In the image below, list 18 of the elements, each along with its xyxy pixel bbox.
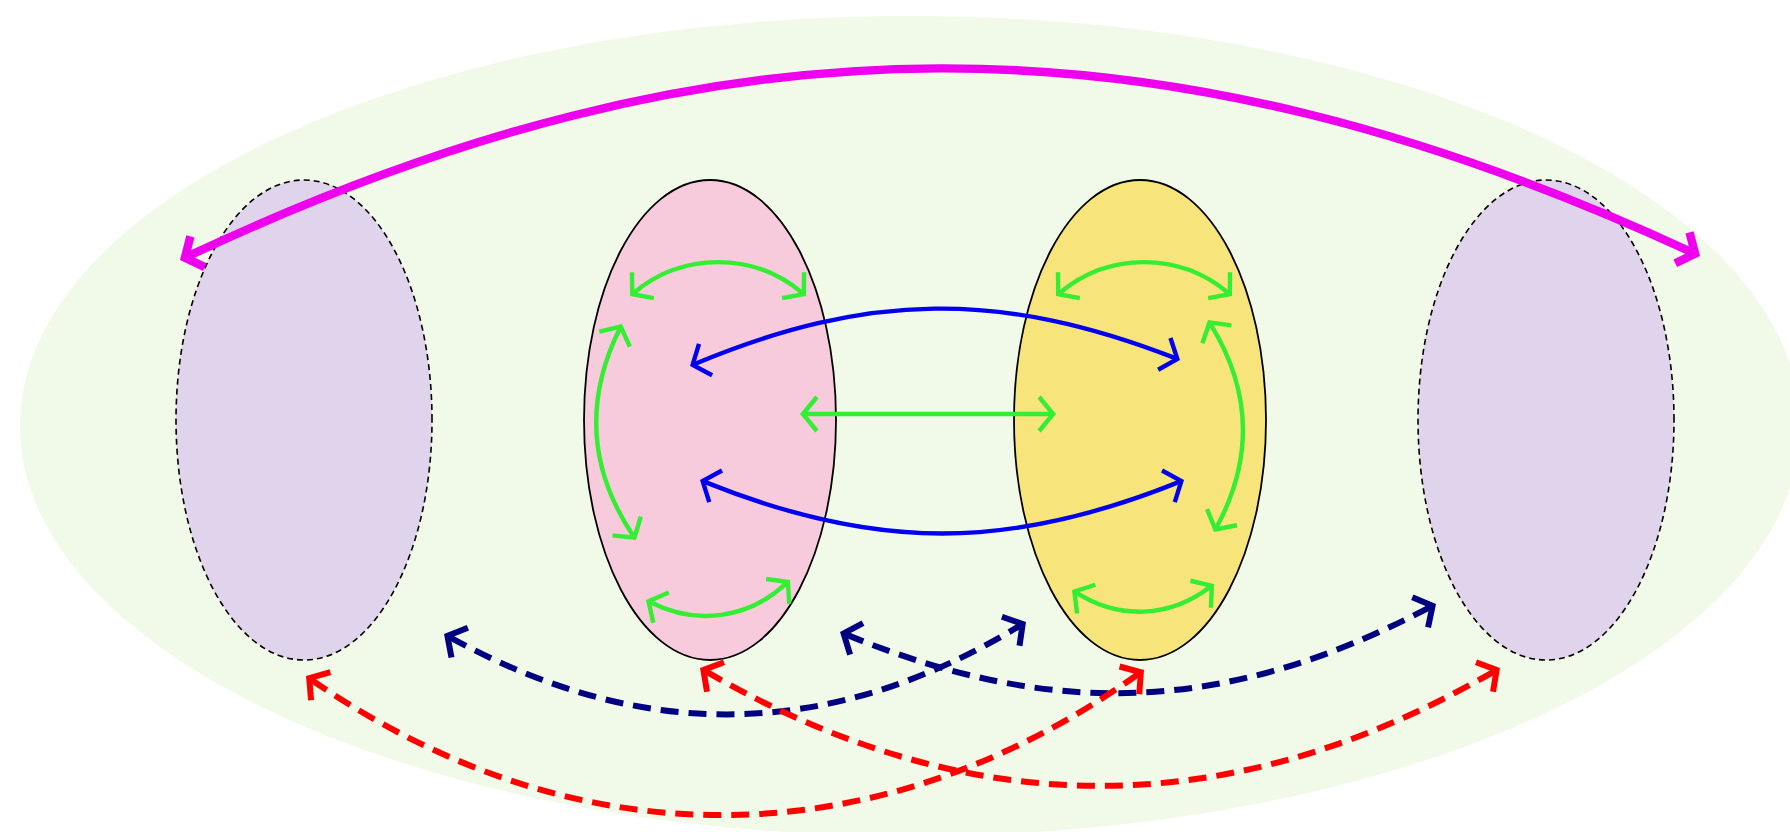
dashed-arrow	[306, 663, 1144, 818]
arrow	[180, 64, 1700, 271]
curved-arrow	[629, 259, 807, 301]
ellipse	[1013, 179, 1267, 661]
dashed-arrow	[840, 594, 1436, 696]
dashed-arrow	[444, 613, 1026, 718]
ellipse	[1417, 179, 1675, 661]
curved-arrow	[1055, 259, 1233, 301]
arrow	[700, 468, 1184, 536]
curved-arrow	[646, 576, 792, 624]
ellipse	[175, 179, 433, 661]
arrow	[800, 395, 1056, 433]
curved-arrow	[594, 324, 643, 540]
ellipse	[583, 179, 837, 661]
curved-arrow	[1200, 320, 1245, 532]
arrow	[690, 306, 1180, 378]
dashed-arrow	[700, 659, 1500, 789]
curved-arrow	[1072, 578, 1214, 614]
